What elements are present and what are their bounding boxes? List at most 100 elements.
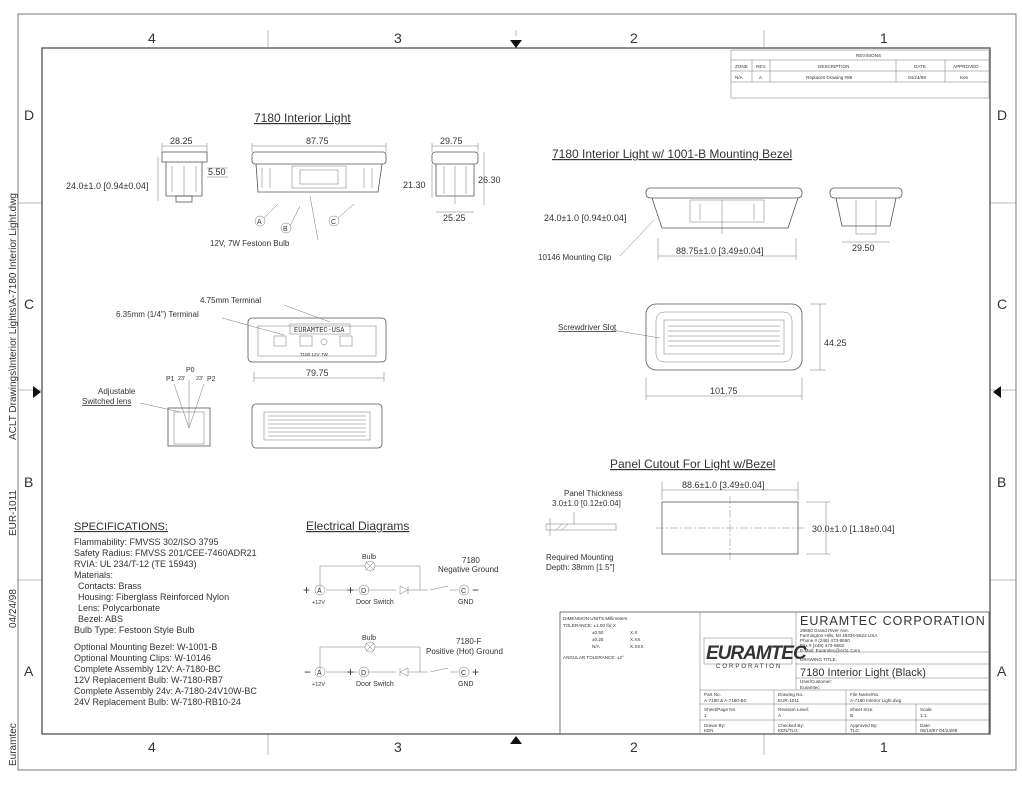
tb-drawing-title-label: DRAWING TITLE:	[800, 657, 837, 662]
dim-face-height: 44.25	[824, 338, 847, 348]
electrical-diagram-positive: Bulb A D C − + + +12V Door Switch GND 71…	[304, 635, 503, 688]
side-company-group: Euramtec	[8, 723, 19, 766]
row-label-left-c: C	[24, 296, 34, 312]
spec-line-3: Materials:	[74, 570, 113, 580]
term-475-label: 4.75mm Terminal	[200, 296, 261, 305]
lens-label-2: Switched lens	[82, 397, 131, 406]
d1-a-sub: +12V	[312, 600, 325, 606]
d2-plus-door: +	[347, 665, 354, 679]
panel-cutout: 88.6±1.0 [3.49±0.04] 30.0±1.0 [1.18±0.04…	[545, 480, 894, 572]
tb-drawing-title: 7180 Interior Light (Black)	[800, 667, 926, 679]
dim-side-width: 28.25	[170, 136, 193, 146]
tb-part-label: Part No.	[704, 692, 721, 697]
side-date-group: 04/24/98	[8, 589, 19, 628]
dim-end-bottom: 25.25	[443, 213, 466, 223]
lens-p0: P0	[186, 367, 195, 374]
bezel-end-width: 29.50	[852, 243, 875, 253]
dim-end-h1: 21.30	[403, 180, 426, 190]
thickness-value: 3.0±1.0 [0.12±0.04]	[552, 499, 621, 508]
d1-ground: Negative Ground	[438, 565, 498, 574]
tb-tol-1-a: ±0.25	[592, 637, 604, 642]
dim-terminal-width: 79.75	[306, 368, 329, 378]
col-label-top-4: 4	[148, 30, 156, 46]
tb-drawn-value: KEN	[704, 728, 713, 733]
d1-minus: −	[472, 583, 479, 597]
rev-header-approved: APPROVED	[953, 64, 979, 69]
terminal-brand-label: EURAMTEC-USA	[294, 327, 345, 335]
d2-minus: −	[304, 665, 311, 679]
side-view: 28.25 24.0±1.0 [0.94±0.04] 5.50	[66, 136, 228, 203]
logo-subtext: CORPORATION	[716, 664, 782, 670]
side-company: Euramtec	[8, 723, 19, 766]
d1-plus: +	[303, 583, 310, 597]
d1-c: C	[461, 588, 466, 595]
callout-a-label: A	[257, 219, 262, 226]
tb-file-label: File Name/No.	[850, 692, 879, 697]
bulb-label: 12V, 7W Festoon Bulb	[210, 239, 290, 248]
d2-plus: +	[472, 665, 479, 679]
tb-size-value: B	[850, 713, 853, 718]
row-label-right-b: B	[997, 474, 1006, 490]
tb-checked-label: Checked By:	[778, 723, 804, 728]
rev-header-rev: REV.	[756, 64, 766, 69]
tb-part-value: A-7180 & A-7180-BC	[704, 698, 748, 703]
row-label-right-c: C	[997, 296, 1007, 312]
specifications: SPECIFICATIONS: Flammability: FMVSS 302/…	[74, 521, 257, 707]
end-view: 29.75 21.30 26.30 25.25	[403, 136, 501, 223]
tb-date-value: 05/19/97-04/24/98	[920, 728, 958, 733]
spec-title: SPECIFICATIONS:	[74, 521, 168, 533]
tb-tol-0-b: X.X	[630, 630, 637, 635]
bezel-face-view: Screwdriver Slot 44.25 101.75	[558, 303, 847, 400]
row-label-left-d: D	[24, 107, 34, 123]
d2-ground: Positive (Hot) Ground	[426, 647, 503, 656]
d1-bulb-label: Bulb	[362, 554, 376, 561]
d2-a-sub: +12V	[312, 682, 325, 688]
tb-address-1: Farmington Hills, MI 48336-5622 USA	[800, 633, 878, 638]
tb-customer: Euramtec	[800, 685, 820, 690]
col-label-bottom-4: 4	[148, 739, 156, 755]
terminal-sub-label: 7180 12V 7W	[300, 352, 329, 357]
side-date: 04/24/98	[8, 589, 19, 628]
d1-d: D	[361, 588, 366, 595]
tb-tol-2-a: N/A	[592, 644, 601, 649]
bezel-clip-label: 10146 Mounting Clip	[538, 253, 612, 262]
callout-c-label: C	[331, 219, 336, 226]
tb-tol-1-b: X.XX	[630, 637, 640, 642]
dim-side-lip: 5.50	[208, 167, 226, 177]
lens-p2: P2	[207, 376, 216, 383]
spec-line-5: Housing: Fiberglass Reinforced Nylon	[78, 592, 229, 602]
electrical-title: Electrical Diagrams	[306, 519, 409, 533]
screwdriver-slot-label: Screwdriver Slot	[558, 323, 617, 332]
spec-line-7: Bezel: ABS	[78, 614, 123, 624]
rev-date: 04/24/98	[908, 75, 926, 80]
bezel-height: 24.0±1.0 [0.94±0.04]	[544, 213, 626, 223]
bezel-width: 88.75±1.0 [3.49±0.04]	[676, 246, 763, 256]
spec-opt-0: Optional Mounting Bezel: W-1001-B	[74, 642, 217, 652]
tb-address-0: 29650 Grand River Ave.	[800, 628, 849, 633]
title-block: DIMENSION UNITS:Millimeters TOLERANCE: ±…	[559, 611, 990, 735]
tb-address-3: Fax # (248) 473-8662	[800, 643, 845, 648]
tb-file-value: A-7180 Interior Light.dwg	[850, 698, 902, 703]
tb-address-2: Phone # (248) 473-8660	[800, 638, 850, 643]
rev-approved: Ken	[960, 75, 969, 80]
d2-a: A	[317, 670, 322, 677]
col-label-bottom-2: 2	[630, 739, 638, 755]
term-635-label: 6.35mm (1/4") Terminal	[116, 310, 199, 319]
d1-a: A	[317, 588, 322, 595]
tb-scale-value: 1:1	[920, 713, 927, 718]
tb-sheet-label: Sheet/Page No.	[704, 707, 736, 712]
dim-face-width: 101.75	[710, 386, 738, 396]
lens-angle-1: 23'	[178, 376, 185, 382]
tb-sheet-value: 1	[704, 713, 707, 718]
dim-front-width: 87.75	[306, 136, 329, 146]
tb-company: EURAMTEC CORPORATION	[800, 614, 986, 628]
d2-name: 7180-F	[456, 637, 481, 646]
d2-c-sub: GND	[458, 681, 474, 688]
callout-c	[328, 215, 340, 227]
row-label-right-a: A	[997, 663, 1007, 679]
col-label-top-1: 1	[880, 30, 888, 46]
tb-tol-0-a: ±0.50	[592, 630, 604, 635]
electrical-diagram-negative: Bulb A D C + + − +12V Door Switch GND 71…	[303, 554, 498, 606]
spec-line-8: Bulb Type: Festoon Style Bulb	[74, 625, 194, 635]
